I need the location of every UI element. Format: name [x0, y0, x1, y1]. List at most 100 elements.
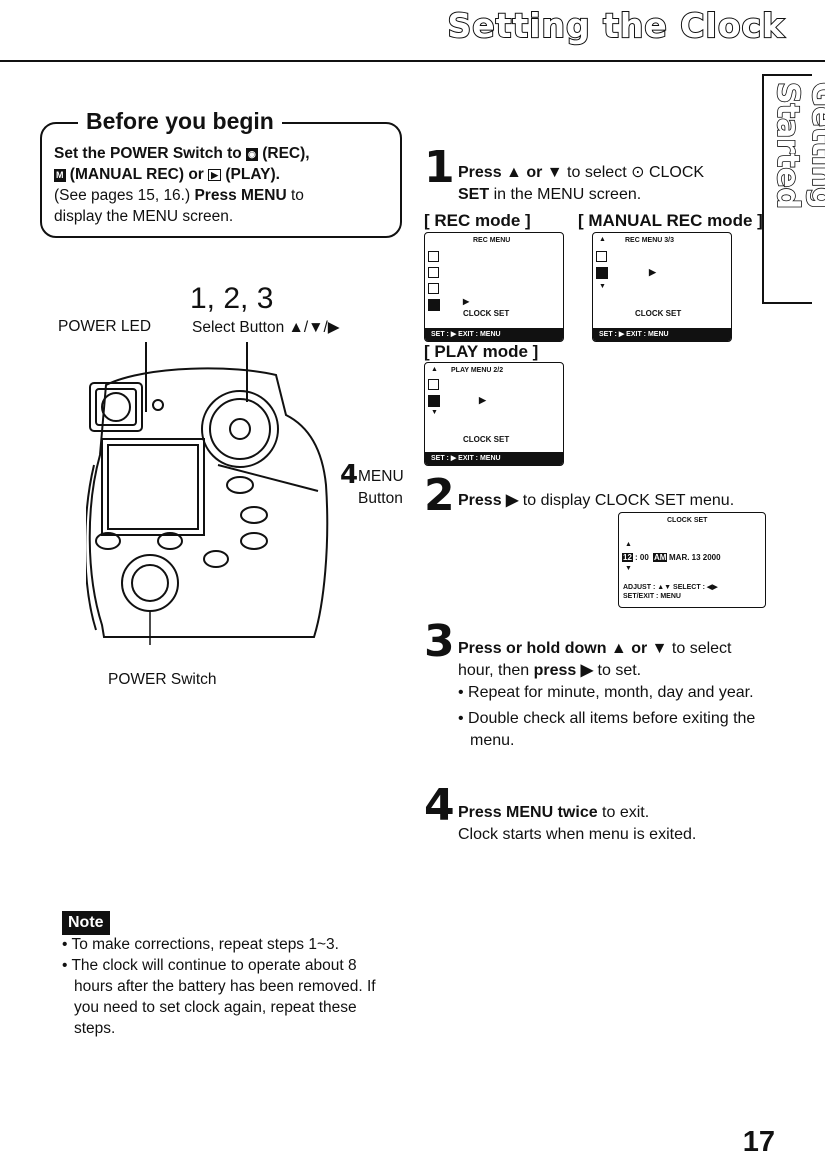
camera-body-outline	[88, 367, 329, 638]
step1-c: SET	[458, 186, 490, 203]
clock-screen-ampm: AM	[653, 553, 668, 562]
step3-bullet1: • Repeat for minute, month, day and year…	[458, 684, 754, 701]
note-bullet2: • The clock will continue to operate abo…	[62, 957, 376, 1037]
rec-screen-item: CLOCK SET	[463, 309, 510, 318]
play-menu-screen: ▲ PLAY MENU 2/2 ▼ ▶ CLOCK SET SET : ▶ EX…	[424, 362, 564, 466]
play-icon: ▶	[208, 169, 222, 181]
menu-callout-line	[217, 464, 319, 492]
camera-rec-icon: ◉	[246, 148, 258, 161]
select-dial-center	[229, 418, 251, 440]
clock-screen-adjust: ADJUST : ▲▼ SELECT : ◀▶	[623, 584, 718, 591]
play-screen-down: ▼	[431, 409, 438, 416]
side-tab-label: Getting Started	[769, 81, 825, 210]
power-switch-dial	[121, 554, 179, 612]
step3-text: Press or hold down ▲ or ▼ to select hour…	[458, 638, 788, 752]
step3-a: Press or hold down ▲ or ▼	[458, 640, 668, 657]
before-line2a: (MANUAL REC) or	[65, 166, 209, 183]
rec-mode-label: [ REC mode ]	[424, 211, 531, 230]
play-screen-up: ▲	[431, 366, 438, 373]
clock-screen-up: ▲	[625, 541, 632, 548]
power-led-icon	[152, 399, 164, 411]
page-number: 17	[742, 1126, 775, 1158]
before-line3c: to	[286, 187, 304, 204]
lens-ring	[86, 464, 97, 631]
select-dial	[201, 390, 279, 468]
before-line4: display the MENU screen.	[54, 208, 234, 225]
camera-illustration	[86, 367, 329, 645]
step1-number: 1	[424, 142, 455, 193]
play-screen-bar: SET : ▶ EXIT : MENU	[425, 452, 563, 465]
front-button-3	[203, 550, 229, 568]
page-title: Setting the Clock	[447, 5, 785, 46]
before-line1a: Set the POWER Switch to	[54, 145, 247, 162]
play-screen-clock-icon	[428, 395, 440, 407]
step4-b: to exit.	[597, 804, 650, 821]
step1-d: in the MENU screen.	[489, 186, 642, 203]
before-line3a: (See pages 15, 16.)	[54, 187, 195, 204]
rec-screen-title: REC MENU	[473, 237, 511, 244]
power-led-callout	[145, 342, 147, 412]
manual-screen-bar: SET : ▶ EXIT : MENU	[593, 328, 731, 341]
manual-mode-label: [ MANUAL REC mode ]	[578, 211, 763, 230]
step4-text: Press MENU twice to exit. Clock starts w…	[458, 802, 788, 846]
clock-screen-title: CLOCK SET	[667, 517, 708, 524]
steps-label: 1, 2, 3	[190, 282, 274, 315]
select-callout	[246, 342, 248, 402]
rec-screen-clock-icon	[428, 299, 440, 311]
rec-screen-icon-3	[428, 283, 439, 294]
front-button-2	[157, 532, 183, 550]
rec-screen-bar: SET : ▶ EXIT : MENU	[425, 328, 563, 341]
menu-step-number: 4	[340, 460, 359, 490]
manual-rec-icon: M	[54, 169, 66, 182]
lcd-screen	[101, 438, 205, 536]
before-line1b: (REC),	[257, 145, 310, 162]
note-label: Note	[62, 911, 110, 935]
menu-label: MENU	[358, 468, 404, 485]
header-rule	[0, 60, 825, 62]
power-switch-label: POWER Switch	[108, 671, 217, 688]
before-body: Set the POWER Switch to ◉ (REC), M (MANU…	[54, 143, 394, 227]
step3-number: 3	[424, 616, 455, 667]
play-screen-icon-1	[428, 379, 439, 390]
step2-text: Press ▶ to display CLOCK SET menu.	[458, 490, 788, 512]
step4-a: Press MENU twice	[458, 804, 598, 821]
lens-circle	[101, 392, 131, 422]
clock-screen-minutes: : 00	[635, 553, 649, 562]
clock-screen-set-exit: SET/EXIT : MENU	[623, 593, 681, 600]
button-label: Button	[358, 490, 403, 507]
manual-screen-item: CLOCK SET	[635, 309, 682, 318]
rec-menu-screen: REC MENU ▶ CLOCK SET SET : ▶ EXIT : MENU	[424, 232, 564, 342]
before-line2b: (PLAY).	[221, 166, 280, 183]
manual-screen-up: ▲	[599, 236, 606, 243]
step3-c: hour, then	[458, 662, 534, 679]
manual-screen-down: ▼	[599, 283, 606, 290]
note-bullet1: • To make corrections, repeat steps 1~3.	[62, 936, 339, 953]
step1-a: Press ▲ or ▼	[458, 164, 563, 181]
step4-c: Clock starts when menu is exited.	[458, 826, 697, 843]
before-line3b: Press MENU	[194, 187, 287, 204]
manual-screen-icon-1	[596, 251, 607, 262]
rec-screen-icon-2	[428, 267, 439, 278]
flash-inner	[95, 388, 137, 426]
manual-screen-arrow: ▶	[649, 267, 656, 277]
step3-bullet2: • Double check all items before exiting …	[458, 710, 756, 749]
clock-screen-down: ▼	[625, 565, 632, 572]
play-screen-item: CLOCK SET	[463, 435, 510, 444]
play-screen-arrow: ▶	[479, 395, 486, 405]
side-button-1	[240, 506, 268, 524]
step1-text: Press ▲ or ▼ to select ⊙ CLOCK SET in th…	[458, 162, 778, 206]
step1-b: to select ⊙ CLOCK	[562, 164, 705, 181]
step3-e: to set.	[593, 662, 642, 679]
manual-screen-clock-icon	[596, 267, 608, 279]
lcd-inner	[107, 444, 199, 530]
manual-screen-title: REC MENU 3/3	[625, 237, 675, 244]
step3-d: press ▶	[533, 662, 594, 679]
power-switch-inner	[131, 564, 169, 602]
rec-screen-arrow: ▶	[463, 297, 470, 306]
clock-set-screen: CLOCK SET ▲ 12 : 00 AM MAR. 13 2000 ▼ AD…	[618, 512, 766, 608]
play-mode-label: [ PLAY mode ]	[424, 342, 539, 361]
flash-window	[89, 382, 143, 432]
before-heading: Before you begin	[78, 108, 282, 135]
rec-screen-icon-1	[428, 251, 439, 262]
clock-screen-hour: 12	[622, 553, 633, 562]
